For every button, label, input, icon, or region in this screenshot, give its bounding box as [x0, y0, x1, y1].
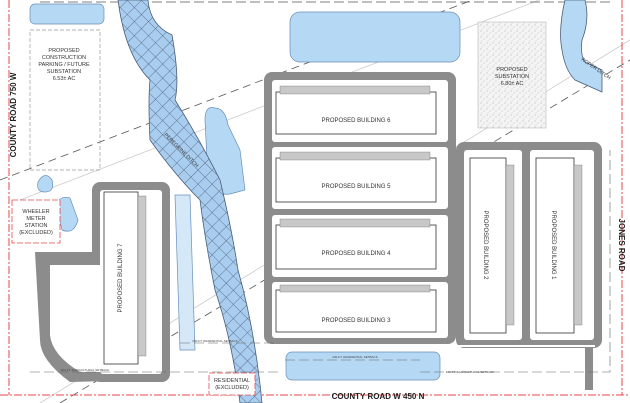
building-2: [469, 157, 507, 334]
pond-strip: [174, 194, 196, 351]
svg-text:SUBSTATION: SUBSTATION: [495, 74, 529, 80]
pond-north: [289, 11, 461, 63]
building-1: [535, 157, 575, 334]
svg-text:6.53± AC: 6.53± AC: [53, 76, 76, 82]
substation-label: PROPOSED SUBSTATION 6.80± AC: [495, 67, 529, 87]
building-4: [275, 224, 437, 270]
svg-text:PROPOSED: PROPOSED: [48, 48, 79, 54]
building-5-label: PROPOSED BUILDING 5: [321, 184, 391, 190]
residential-setback-label: 200-FT. RESIDENTIAL SETBACK: [192, 339, 237, 343]
jones-road-label: JONES ROAD: [617, 219, 626, 272]
building-6-label: PROPOSED BUILDING 6: [321, 118, 391, 124]
county-road-750w-label: COUNTY ROAD 750 W: [9, 72, 18, 157]
building-7: [103, 191, 139, 365]
buildings: [103, 91, 575, 365]
setback-lines: [30, 150, 611, 373]
residential-setback-label-2: 200-FT. RESIDENTIAL SETBACK: [332, 355, 377, 359]
county-road-450n-label: COUNTY ROAD W 450 N: [332, 392, 425, 401]
svg-text:(EXCLUDED): (EXCLUDED): [19, 230, 53, 236]
building-3-label: PROPOSED BUILDING 3: [321, 318, 391, 324]
wheeler-label: WHEELER METER STATION (EXCLUDED): [19, 209, 53, 236]
roper-ditch: [560, 0, 603, 93]
svg-text:RESIDENTIAL: RESIDENTIAL: [214, 378, 250, 384]
svg-text:PROPOSED: PROPOSED: [496, 67, 527, 73]
building-4-label: PROPOSED BUILDING 4: [321, 251, 391, 257]
svg-text:METER: METER: [26, 216, 45, 222]
svg-text:6.80± AC: 6.80± AC: [501, 81, 524, 87]
ponds: [29, 3, 461, 381]
construction-parking-label: PROPOSED CONSTRUCTION PARKING / FUTURE S…: [38, 48, 90, 82]
residential-area: [208, 372, 256, 396]
agricultural-setback-label-2: 100-FT. AGRICULTURAL SETBACK: [446, 370, 495, 374]
svg-text:STATION: STATION: [24, 223, 47, 229]
agricultural-setback-label: 100-FT. AGRICULTURAL SETBACK: [61, 368, 110, 372]
svg-text:WHEELER: WHEELER: [22, 209, 49, 215]
svg-text:SUBSTATION: SUBSTATION: [47, 69, 81, 75]
building-6: [275, 91, 437, 135]
building-2-label: PROPOSED BUILDING 2: [482, 210, 488, 280]
loading-docks: [137, 85, 583, 357]
building-7-label: PROPOSED BUILDING 7: [118, 243, 124, 313]
substation-area: [477, 21, 547, 129]
construction-parking-area: [29, 29, 101, 171]
residential-label: RESIDENTIAL (EXCLUDED): [214, 378, 250, 391]
svg-text:CONSTRUCTION: CONSTRUCTION: [42, 55, 86, 61]
pond-northwest: [29, 3, 105, 25]
building-3: [275, 289, 437, 333]
svg-text:PARKING / FUTURE: PARKING / FUTURE: [38, 62, 90, 68]
svg-text:(EXCLUDED): (EXCLUDED): [215, 385, 249, 391]
pond-south: [285, 351, 441, 381]
wheeler-meter-station-area: [11, 199, 61, 244]
building-5: [275, 157, 437, 203]
building-1-label: PROPOSED BUILDING 1: [550, 210, 556, 280]
